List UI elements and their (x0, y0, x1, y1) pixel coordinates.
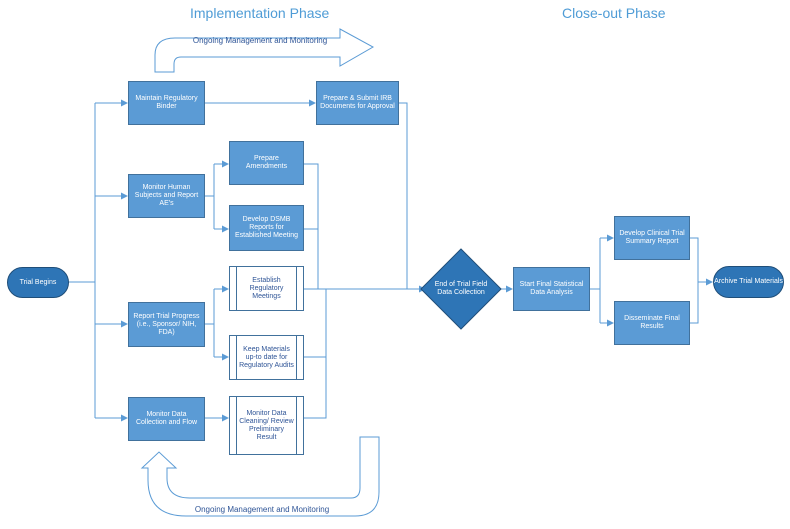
monitor-data-collection-box: Monitor Data Collection and Flow (128, 397, 205, 441)
monitor-data-cleaning-box: Monitor Data Cleaning/ Review Preliminar… (229, 396, 304, 455)
implementation-phase-title: Implementation Phase (190, 5, 330, 21)
start-analysis-box: Start Final Statistical Data Analysis (513, 267, 590, 311)
end-collection-label: End of Trial Field Data Collection (434, 281, 488, 296)
report-progress-box: Report Trial Progress (i.e., Sponsor/ NI… (128, 302, 205, 347)
collection-to-cleaning-connector (205, 357, 327, 422)
end-collection-diamond (420, 248, 502, 330)
trial-begins-terminal: Trial Begins (7, 267, 69, 298)
establish-meetings-box: Establish Regulatory Meetings (229, 266, 304, 311)
monitor-data-cleaning-label: Monitor Data Cleaning/ Review Preliminar… (239, 409, 294, 441)
top-loop-label: Ongoing Management and Monitoring (193, 36, 327, 45)
top-loop-arrow (154, 28, 375, 73)
trial-begins-fanout (68, 99, 128, 422)
develop-summary-report-box: Develop Clinical Trial Summary Report (614, 216, 690, 260)
archive-terminal: Archive Trial Materials (713, 266, 784, 298)
binder-to-irb-connector (205, 99, 408, 289)
prepare-amendments-box: Prepare Amendments (229, 141, 304, 185)
keep-materials-box: Keep Materials up-to date for Regulatory… (229, 335, 304, 380)
monitor-human-subjects-box: Monitor Human Subjects and Report AE's (128, 174, 205, 218)
bottom-loop-label: Ongoing Management and Monitoring (195, 505, 329, 514)
closeout-phase-title: Close-out Phase (562, 5, 666, 21)
disseminate-results-box: Disseminate Final Results (614, 301, 690, 345)
analysis-fanout (590, 234, 614, 327)
prepare-irb-box: Prepare & Submit IRB Documents for Appro… (316, 81, 399, 125)
results-to-archive-connector (690, 237, 713, 324)
bottom-loop-arrow (140, 436, 380, 517)
establish-meetings-label: Establish Regulatory Meetings (249, 276, 284, 300)
develop-dsmb-box: Develop DSMB Reports for Established Mee… (229, 205, 304, 251)
keep-materials-label: Keep Materials up-to date for Regulatory… (239, 345, 294, 369)
human-subjects-fanout (205, 160, 319, 289)
maintain-binder-box: Maintain Regulatory Binder (128, 81, 205, 125)
